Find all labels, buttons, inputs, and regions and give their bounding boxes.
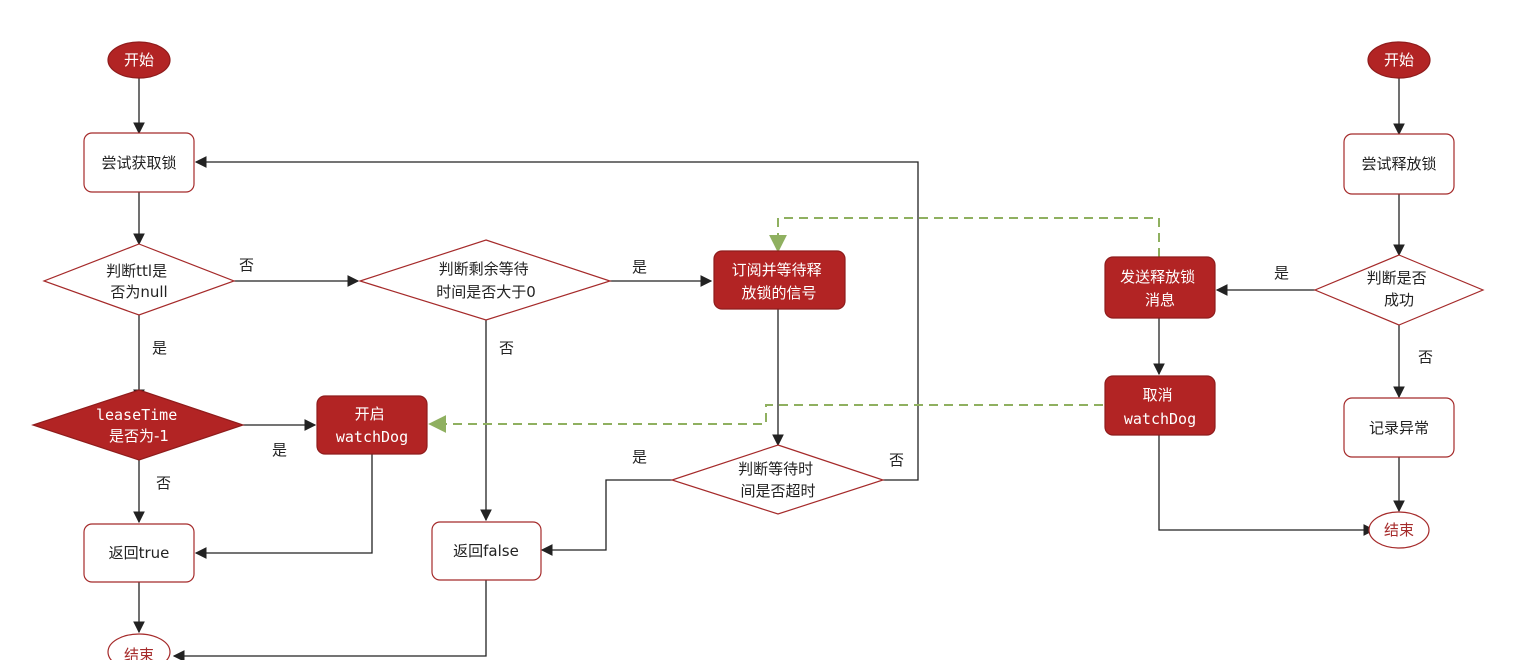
edge-return-false-to-end: [172, 580, 487, 660]
node-check-timeout: 判断等待时 间是否超时: [670, 444, 885, 515]
svg-text:开启 watchDog: 开启 watchDog: [336, 405, 408, 446]
node-try-release-label: 尝试释放锁: [1361, 155, 1436, 173]
node-subscribe-line1: 订阅并等待释: [732, 261, 822, 279]
node-lease-time-line1: leaseTime: [96, 406, 177, 424]
node-end-release: 结束: [1368, 511, 1430, 549]
node-start-acquire: 开始: [107, 41, 171, 79]
node-subscribe-line2: 放锁的信号: [741, 284, 816, 302]
node-end-release-label: 结束: [1384, 521, 1414, 539]
node-check-ttl-line1: 判断ttl是: [106, 262, 167, 280]
edge-label-success-no: 否: [1418, 348, 1433, 366]
node-send-release: 发送释放锁 消息: [1104, 256, 1216, 319]
node-start-watchdog: 开启 watchDog: [316, 395, 428, 455]
edge-label-success-yes: 是: [1274, 264, 1289, 282]
node-start-watchdog-line1: 开启: [355, 405, 385, 423]
node-check-wait-line2: 时间是否大于0: [436, 283, 536, 301]
node-check-success-line2: 成功: [1384, 291, 1414, 309]
node-return-true-label: 返回true: [109, 544, 170, 562]
svg-text:leaseTime 是否为-1: leaseTime 是否为-1: [96, 406, 182, 445]
edge-timeout-yes-to-return-false: [540, 479, 672, 556]
node-check-wait: 判断剩余等待 时间是否大于0: [358, 239, 612, 321]
node-end-acquire: 结束: [107, 633, 171, 660]
dashed-edges: [428, 217, 1160, 433]
edge-label-lease-no: 否: [156, 474, 171, 492]
node-return-true: 返回true: [83, 523, 195, 583]
node-try-acquire-label: 尝试获取锁: [101, 154, 176, 172]
node-log-error: 记录异常: [1343, 397, 1455, 458]
edge-label-wait-no: 否: [499, 339, 514, 357]
edge-label-timeout-yes: 是: [632, 448, 647, 466]
dashed-edge-send-release-to-subscribe: [769, 217, 1160, 257]
node-try-acquire: 尝试获取锁: [83, 132, 195, 193]
node-check-success: 判断是否 成功: [1313, 254, 1485, 326]
edge-label-wait-yes: 是: [632, 258, 647, 276]
node-start-release-label: 开始: [1384, 51, 1414, 69]
node-send-release-line1: 发送释放锁: [1120, 268, 1195, 286]
node-cancel-watchdog-line1: 取消: [1143, 386, 1173, 404]
edge-label-lease-yes: 是: [272, 441, 287, 459]
node-start-release: 开始: [1367, 41, 1431, 79]
node-cancel-watchdog-line2: watchDog: [1124, 410, 1196, 428]
node-check-timeout-line2: 间是否超时: [740, 482, 815, 500]
svg-text:订阅并等待释 放锁的信号: 订阅并等待释 放锁的信号: [732, 261, 827, 302]
svg-text:判断剩余等待 时间是否大于0: 判断剩余等待 时间是否大于0: [436, 260, 536, 301]
dashed-edge-cancel-watchdog-to-start-watchdog: [428, 404, 1103, 433]
node-check-success-line1: 判断是否: [1367, 269, 1427, 287]
svg-text:取消 watchDog: 取消 watchDog: [1124, 386, 1196, 428]
node-cancel-watchdog: 取消 watchDog: [1104, 375, 1216, 436]
edge-timeout-no-to-try-acquire: [194, 156, 919, 481]
node-return-false: 返回false: [431, 521, 542, 581]
node-check-ttl-line2: 否为null: [110, 283, 167, 301]
node-lease-time: leaseTime 是否为-1: [31, 389, 245, 461]
edge-label-ttl-yes: 是: [152, 339, 167, 357]
edge-label-ttl-no: 否: [239, 256, 254, 274]
node-check-ttl: 判断ttl是 否为null: [42, 243, 236, 316]
node-check-wait-line1: 判断剩余等待: [439, 260, 529, 278]
edge-watchdog-to-return-true: [194, 454, 373, 559]
node-return-false-label: 返回false: [453, 542, 519, 560]
node-log-error-label: 记录异常: [1369, 419, 1429, 437]
edges: [133, 78, 1405, 660]
node-check-timeout-line1: 判断等待时: [738, 460, 813, 478]
node-send-release-line2: 消息: [1145, 291, 1175, 309]
svg-text:判断是否 成功: 判断是否 成功: [1367, 269, 1432, 309]
node-lease-time-line2: 是否为-1: [109, 427, 169, 445]
edge-labels: 否 是 是 否 是 否 是 否 是 否: [152, 256, 1433, 492]
node-end-acquire-label: 结束: [124, 646, 154, 660]
node-start-watchdog-line2: watchDog: [336, 428, 408, 446]
svg-text:判断等待时 间是否超时: 判断等待时 间是否超时: [738, 460, 818, 500]
svg-text:发送释放锁 消息: 发送释放锁 消息: [1120, 268, 1200, 309]
edge-cancel-watchdog-to-end-release: [1158, 435, 1376, 536]
svg-text:判断ttl是 否为null: 判断ttl是 否为null: [106, 262, 172, 301]
node-subscribe: 订阅并等待释 放锁的信号: [713, 250, 846, 310]
node-try-release: 尝试释放锁: [1343, 133, 1455, 195]
node-start-acquire-label: 开始: [124, 51, 154, 69]
edge-label-timeout-no: 否: [889, 451, 904, 469]
